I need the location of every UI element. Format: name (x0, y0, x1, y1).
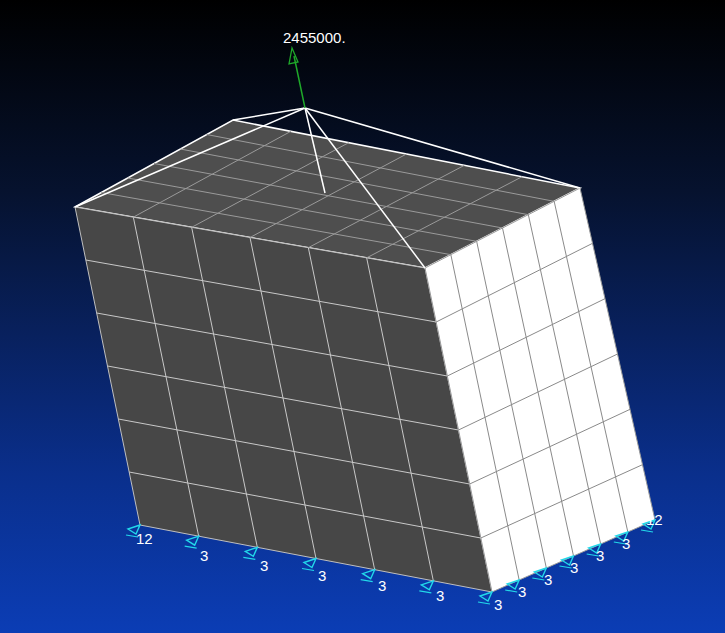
support-base (505, 590, 517, 592)
load-value: 2455000. (283, 30, 346, 46)
mesh-line (481, 465, 643, 538)
support-base (243, 557, 255, 559)
mesh-line (118, 419, 469, 484)
support-triangle (480, 592, 492, 601)
front-face (75, 207, 492, 592)
rigid-spider (75, 108, 580, 268)
mesh-line (554, 201, 628, 532)
support-triangle (187, 536, 199, 545)
support-base (185, 546, 197, 548)
mesh-line (180, 149, 528, 215)
mesh-line (459, 354, 618, 430)
constraint-code: 3 (570, 560, 578, 576)
support-base (419, 591, 431, 593)
constraint-code: 12 (646, 512, 663, 528)
load-shaft (294, 56, 305, 108)
mesh-line (129, 472, 481, 538)
load-head (289, 48, 298, 64)
constraint-code: 3 (200, 548, 208, 564)
support-triangle (245, 547, 257, 556)
mesh-line (308, 248, 374, 570)
support-base (478, 602, 490, 604)
constraint-code: 12 (136, 531, 153, 547)
mesh-line (207, 135, 555, 202)
support-triangle (507, 580, 519, 589)
support-base (560, 566, 572, 568)
support-triangle (421, 581, 433, 590)
constraint-code: 3 (518, 584, 526, 600)
mesh-line (470, 409, 630, 484)
support-base (532, 578, 544, 580)
spider-leg (305, 108, 325, 193)
support-base (641, 530, 653, 532)
mesh-line (367, 177, 523, 258)
constraint-code: 3 (596, 548, 604, 564)
spider-leg (305, 108, 425, 268)
spider-leg (75, 108, 305, 207)
constraint-code: 3 (544, 572, 552, 588)
constraint-code: 3 (436, 588, 444, 604)
spider-leg (305, 108, 580, 188)
mesh-line (108, 366, 459, 430)
constraint-code: 3 (378, 578, 386, 594)
support-base (361, 580, 373, 582)
mesh-line (528, 215, 600, 544)
support-triangle (304, 559, 316, 568)
mesh-grid (86, 131, 643, 581)
side-face (425, 188, 655, 592)
constraint-code: 3 (260, 558, 268, 574)
mesh-line (308, 165, 464, 247)
mesh-line (367, 258, 434, 581)
constraint-code: 3 (494, 597, 502, 613)
constraint-symbols (126, 520, 655, 604)
constraint-code: 3 (622, 536, 630, 552)
support-base (302, 569, 314, 571)
spider-leg (233, 108, 305, 120)
load-arrow (289, 48, 305, 108)
constraint-code: 3 (318, 568, 326, 584)
support-triangle (363, 570, 375, 579)
